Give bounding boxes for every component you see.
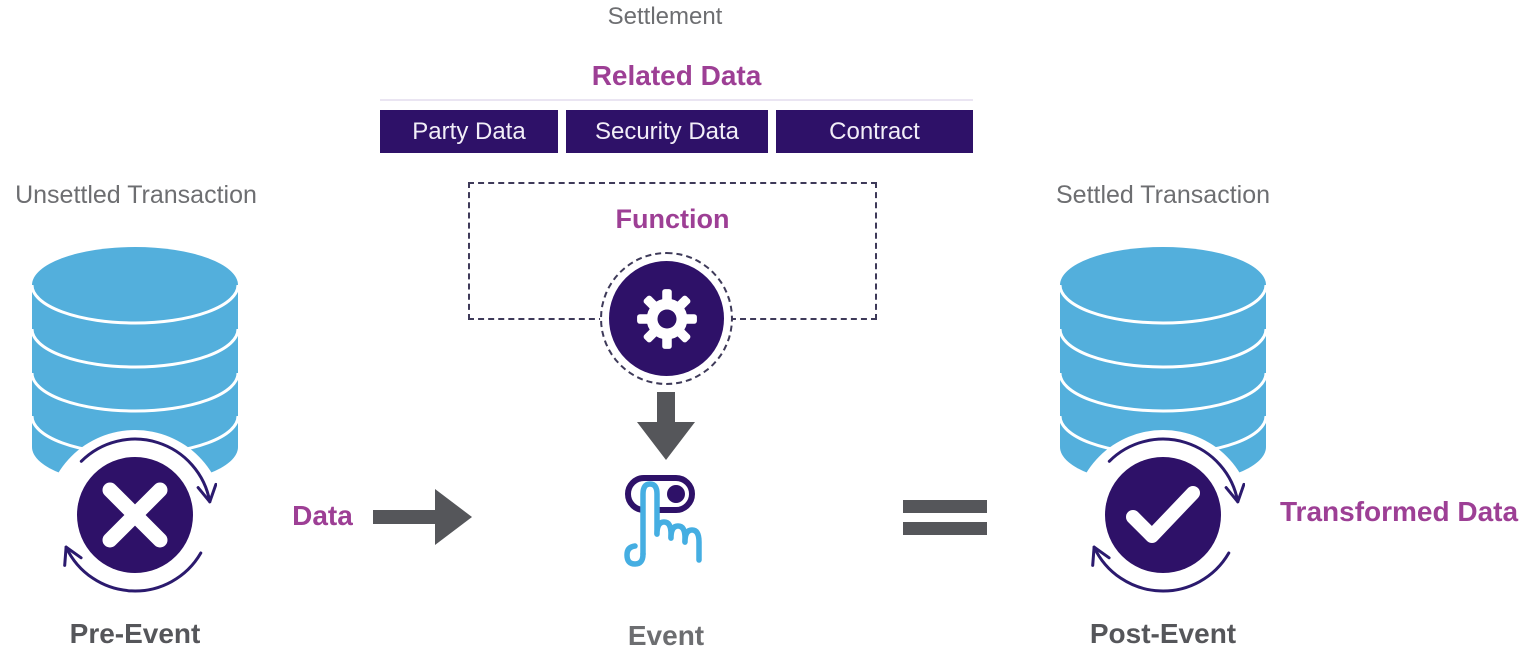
post-event-caption: Post-Event xyxy=(1089,618,1237,649)
down-arrow-icon xyxy=(636,392,696,467)
event-label: Event xyxy=(627,620,705,651)
equals-icon-bottom xyxy=(903,522,987,535)
related-data-heading: Related Data xyxy=(591,60,762,91)
cycle-arrows-icon-left xyxy=(53,433,218,602)
x-icon xyxy=(77,457,193,573)
function-label: Function xyxy=(615,204,730,234)
diagram-title: Settlement xyxy=(607,3,723,30)
equals-icon xyxy=(903,500,987,513)
toggle-hand-icon xyxy=(608,474,718,579)
related-data-chips: Party Data Security Data Contract xyxy=(380,110,973,153)
settled-transaction-heading: Settled Transaction xyxy=(1055,181,1270,209)
unsettled-transaction-heading: Unsettled Transaction xyxy=(15,181,257,209)
related-data-divider xyxy=(380,99,973,101)
pre-event-caption: Pre-Event xyxy=(69,618,201,649)
chip-security-data: Security Data xyxy=(566,110,768,153)
transformed-data-label: Transformed Data xyxy=(1280,496,1519,527)
chip-contract: Contract xyxy=(776,110,973,153)
chip-party-data: Party Data xyxy=(380,110,558,153)
cycle-arrows-icon-right xyxy=(1081,433,1246,602)
right-arrow-icon xyxy=(373,488,473,553)
gear-icon xyxy=(609,261,724,376)
data-label: Data xyxy=(292,500,353,531)
check-icon xyxy=(1105,457,1221,573)
